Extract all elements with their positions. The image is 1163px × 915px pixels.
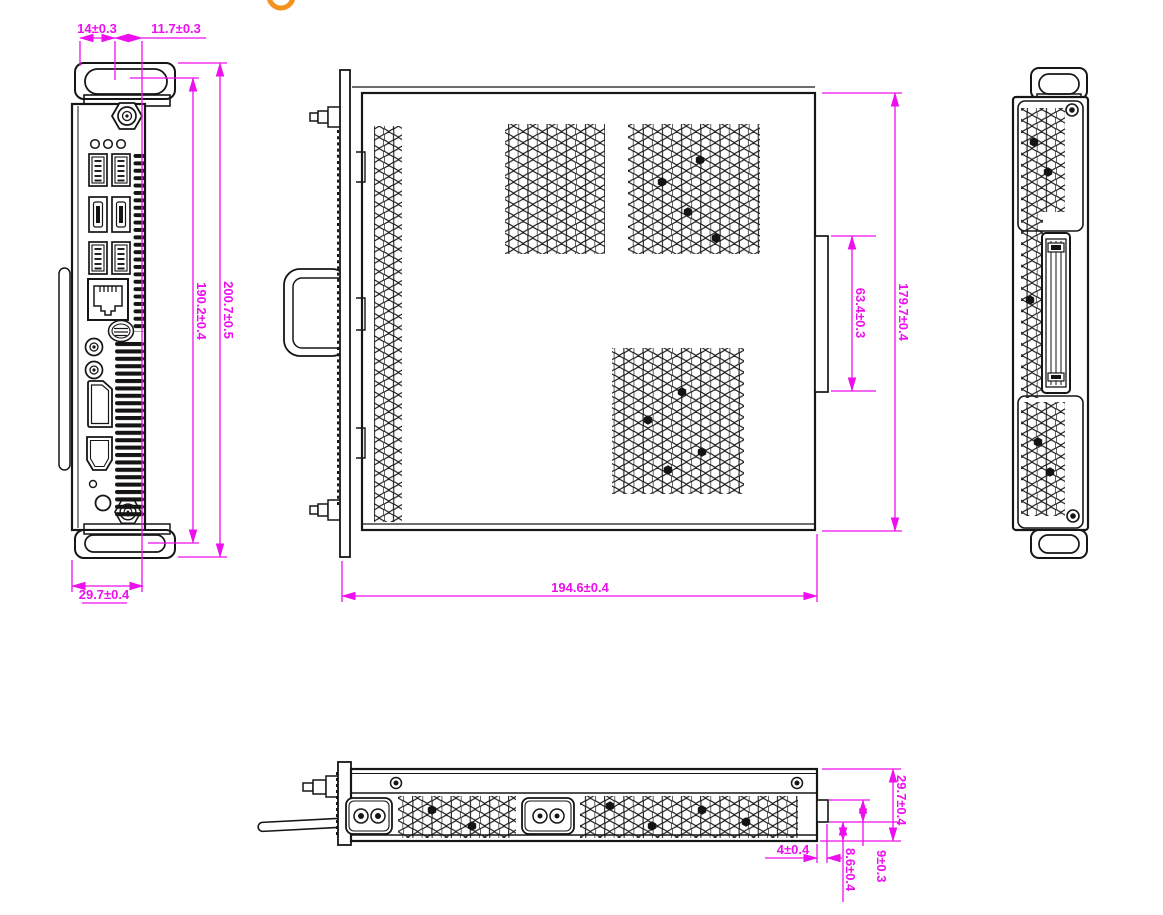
screw-hole-center	[393, 780, 399, 786]
vent-pattern	[580, 796, 798, 838]
rear-panel-upper	[1017, 100, 1084, 232]
mounting-slot	[1038, 534, 1080, 554]
latch-brackets	[356, 151, 366, 459]
power-button	[94, 494, 112, 512]
dim-top-connector-length: 63.4±0.3	[853, 288, 868, 339]
led-indicators	[89, 138, 127, 150]
dim-side-connector-inset: 4±0.4	[777, 842, 810, 857]
usb-port	[88, 196, 108, 233]
mounting-slot	[84, 68, 168, 95]
dim-front-height-inner: 190.2±0.4	[194, 282, 209, 341]
tab-neck	[83, 523, 171, 535]
usb-port	[111, 241, 131, 275]
ops-connector-stub	[814, 235, 829, 393]
usb-port	[111, 196, 131, 233]
jae-connector	[1041, 232, 1071, 394]
front-plate-edge	[339, 69, 351, 558]
dimensions-side-view: 29.7±0.4 9±0.3 8.6±0.4 4±0.4	[765, 768, 909, 902]
rear-view	[1011, 67, 1090, 559]
dim-front-height-outer: 200.7±0.5	[221, 281, 236, 339]
front-view	[58, 62, 176, 559]
vent-pattern	[628, 124, 760, 254]
mounting-slot	[1038, 73, 1080, 95]
top-view	[283, 69, 829, 558]
screw-hole-center	[1070, 513, 1076, 519]
handle-bar	[257, 817, 348, 833]
displayport	[87, 380, 113, 428]
vent-pattern	[1021, 402, 1065, 516]
port-block	[521, 797, 575, 835]
handle	[283, 268, 349, 357]
screw-hole-center	[794, 780, 800, 786]
reset-hole	[88, 479, 98, 489]
watermark-remnant-arc	[267, 0, 295, 11]
usb-port	[88, 241, 108, 275]
dimensions-front-view: 14±0.3 11.7±0.3 190.2±0.4 200.7±0.5 29.7…	[71, 21, 236, 604]
dimensions-top-view: 179.7±0.4 63.4±0.3 194.6±0.4	[341, 92, 911, 602]
vent-pattern	[374, 126, 402, 522]
rear-panel-lower	[1017, 395, 1084, 529]
dim-front-tab-edge: 14±0.3	[77, 21, 117, 36]
dim-front-tab-slot: 11.7±0.3	[151, 21, 201, 36]
antenna-connector	[309, 106, 342, 128]
dim-front-depth: 29.7±0.4	[79, 587, 130, 602]
dim-top-depth: 179.7±0.4	[896, 283, 911, 342]
hdmi-port	[86, 436, 113, 471]
vent-pattern	[505, 124, 605, 254]
vent-grille	[133, 152, 146, 332]
dim-top-width: 194.6±0.4	[551, 580, 610, 595]
vent-pattern	[1021, 108, 1065, 212]
vent-grille	[114, 340, 146, 518]
ethernet-port	[87, 278, 129, 321]
vent-pattern	[612, 348, 744, 494]
audio-jack	[84, 337, 104, 357]
mic-grille	[107, 319, 135, 343]
ops-connector-stub	[816, 799, 829, 823]
dim-side-connector-height: 9±0.3	[874, 850, 889, 882]
vent-pattern	[398, 796, 516, 838]
usb-port	[88, 153, 108, 187]
dim-side-height: 29.7±0.4	[894, 775, 909, 826]
dim-side-connector-drop: 8.6±0.4	[843, 848, 858, 892]
port-block	[345, 797, 393, 835]
side-rail	[58, 267, 71, 471]
side-view	[257, 761, 829, 846]
screw-hole-center	[1069, 107, 1075, 113]
vent-pattern	[1021, 212, 1043, 398]
antenna-connector	[309, 499, 342, 521]
antenna-connector	[111, 102, 143, 130]
antenna-connector	[302, 775, 340, 798]
audio-jack	[84, 360, 104, 380]
usb-port	[111, 153, 131, 187]
